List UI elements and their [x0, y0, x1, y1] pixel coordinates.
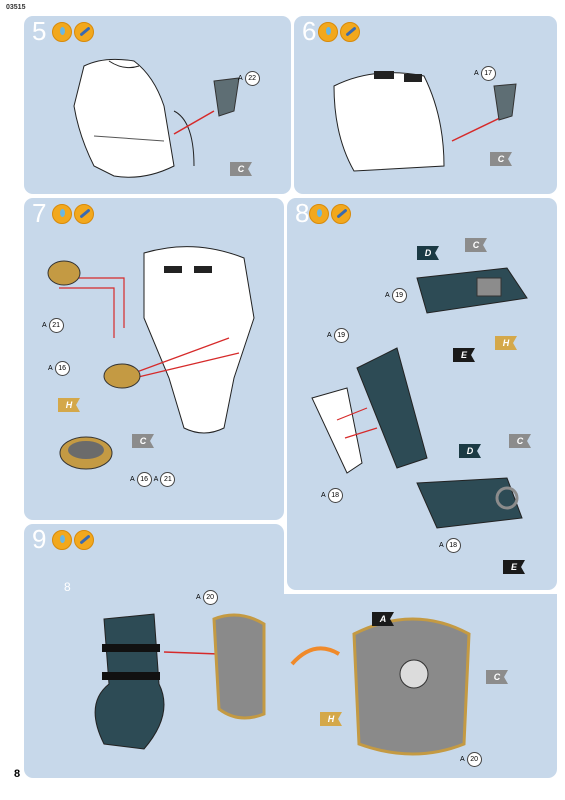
armor-full-illustration: [47, 246, 255, 470]
flag-d: D: [417, 246, 439, 260]
callout-part-19: A 19: [385, 288, 407, 303]
step-9-content: 9 8 A 20 A C H A 20: [24, 524, 557, 778]
step-number: 6: [302, 16, 317, 46]
step-7-panel: 7 A 21 A 16 H C A 16 A 21: [24, 198, 284, 520]
flag-c: C: [132, 434, 154, 448]
flag-c: C: [509, 434, 531, 448]
flag-c: C: [230, 162, 252, 176]
flag-c: C: [486, 670, 508, 684]
step-5-panel: 5 A 22 C: [24, 16, 291, 194]
step-6-panel: 6 A 17 C: [294, 16, 557, 194]
flag-a: A: [372, 612, 394, 626]
flag-e: E: [503, 560, 525, 574]
step-reference: 8: [64, 580, 71, 594]
paint-drop-icon: [52, 530, 72, 550]
paint-badges: [52, 530, 94, 550]
armor-torso-illustration: [73, 58, 240, 178]
flag-c: C: [465, 238, 487, 252]
paint-drop-icon: [309, 204, 329, 224]
step-number: 7: [32, 198, 47, 228]
flag-h: H: [495, 336, 517, 350]
paint-badges: [52, 22, 94, 42]
gauntlet-illustration: [311, 267, 528, 529]
page-number: 8: [14, 768, 21, 780]
document-code: 03515: [6, 4, 26, 11]
paint-brush-icon: [74, 22, 94, 42]
armor-torso-back-illustration: [333, 71, 517, 172]
paint-brush-icon: [74, 204, 94, 224]
paint-brush-icon: [340, 22, 360, 42]
paint-brush-icon: [331, 204, 351, 224]
flag-e: E: [453, 348, 475, 362]
flag-d: D: [459, 444, 481, 458]
callout-part-20-b: A 20: [460, 752, 482, 767]
callout-part-18-b: A 18: [439, 538, 461, 553]
flag-c: C: [490, 152, 512, 166]
paint-badges: [318, 22, 360, 42]
callout-part-18: A 18: [321, 488, 343, 503]
paint-badges: [52, 204, 94, 224]
paint-brush-icon: [74, 530, 94, 550]
step-number: 9: [32, 524, 47, 554]
callout-part-19-b: A 19: [327, 328, 349, 343]
step-number: 8: [295, 198, 310, 228]
callout-part-21: A 21: [42, 318, 64, 333]
flag-h: H: [58, 398, 80, 412]
callout-part-20: A 20: [196, 590, 218, 605]
paint-drop-icon: [52, 22, 72, 42]
flag-h: H: [320, 712, 342, 726]
paint-badges: [309, 204, 351, 224]
callout-part-16-21: A 16 A 21: [130, 472, 176, 487]
callout-part-22: A 22: [238, 71, 260, 86]
gauntlet-plate-illustration: [94, 613, 471, 756]
paint-drop-icon: [318, 22, 338, 42]
step-8-panel: 8 D C A 19 H E A 19 A 18 D C A 18 E: [287, 198, 557, 590]
paint-drop-icon: [52, 204, 72, 224]
callout-part-16: A 16: [48, 361, 70, 376]
callout-part-17: A 17: [474, 66, 496, 81]
step-number: 5: [32, 16, 47, 46]
